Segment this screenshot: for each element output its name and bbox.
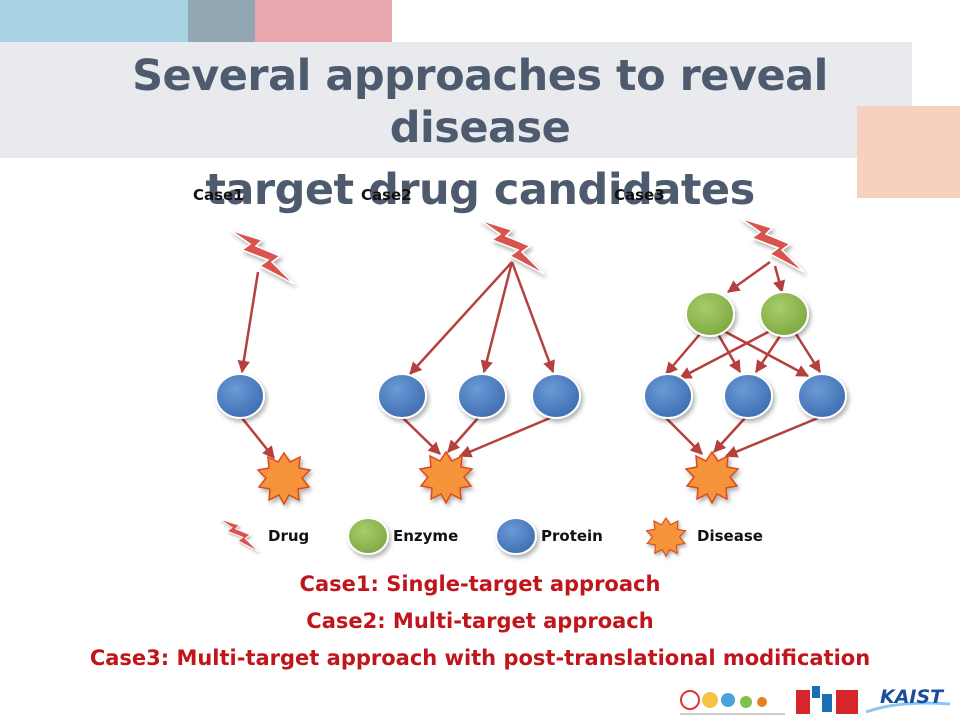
case1-drug-icon [229, 229, 295, 285]
legend-protein-label: Protein [541, 527, 603, 545]
deco-block-peach [857, 106, 960, 198]
case2-label: Case2 [361, 186, 412, 204]
case3-label: Case3 [614, 186, 665, 204]
legend-enzyme-icon [347, 517, 389, 555]
case2-diagram [377, 219, 581, 504]
case1-protein-node [215, 373, 265, 419]
caption-case3: Case3: Multi-target approach with post-t… [89, 646, 871, 670]
legend-drug-label: Drug [268, 527, 310, 545]
case1-arrow-protein-disease [241, 417, 275, 459]
case3-protein-node-2 [723, 373, 773, 419]
case1-diagram [215, 229, 311, 505]
case3-protein-node-1 [643, 373, 693, 419]
pbc-logo [680, 690, 785, 715]
case3-diagram [643, 217, 847, 504]
case3-enzyme-node-1 [685, 291, 735, 337]
legend-disease-label: Disease [697, 527, 763, 545]
kaist-logo-swoosh [865, 701, 951, 714]
case3-enzyme-node-2 [759, 291, 809, 337]
case1-disease-icon [257, 452, 311, 505]
legend-protein-icon [495, 517, 537, 555]
case2-disease-icon [419, 451, 473, 504]
legend-drug-icon [219, 518, 259, 553]
legend-disease-icon [645, 517, 687, 557]
biobraine-logo [796, 686, 858, 714]
case2-protein-node-2 [457, 373, 507, 419]
title-line-1: Several approaches to reveal disease [132, 51, 828, 153]
case2-protein-node-1 [377, 373, 427, 419]
case3-protein-node-3 [797, 373, 847, 419]
legend [219, 517, 687, 557]
title-line-2: target drug candidates [205, 165, 755, 215]
caption-case2: Case2: Multi-target approach [306, 609, 654, 633]
case1-arrow-drug-protein [237, 271, 260, 374]
legend-enzyme-label: Enzyme [393, 527, 459, 545]
case3-drug-icon [739, 217, 805, 273]
title-band [0, 42, 912, 158]
case2-protein-node-3 [531, 373, 581, 419]
case3-disease-icon [685, 451, 739, 504]
case1-label: Case1 [193, 186, 244, 204]
kaist-logo: KAIST [880, 686, 944, 708]
caption-case1: Case1: Single-target approach [299, 572, 661, 596]
page-title: Several approaches to reveal disease tar… [40, 50, 920, 216]
